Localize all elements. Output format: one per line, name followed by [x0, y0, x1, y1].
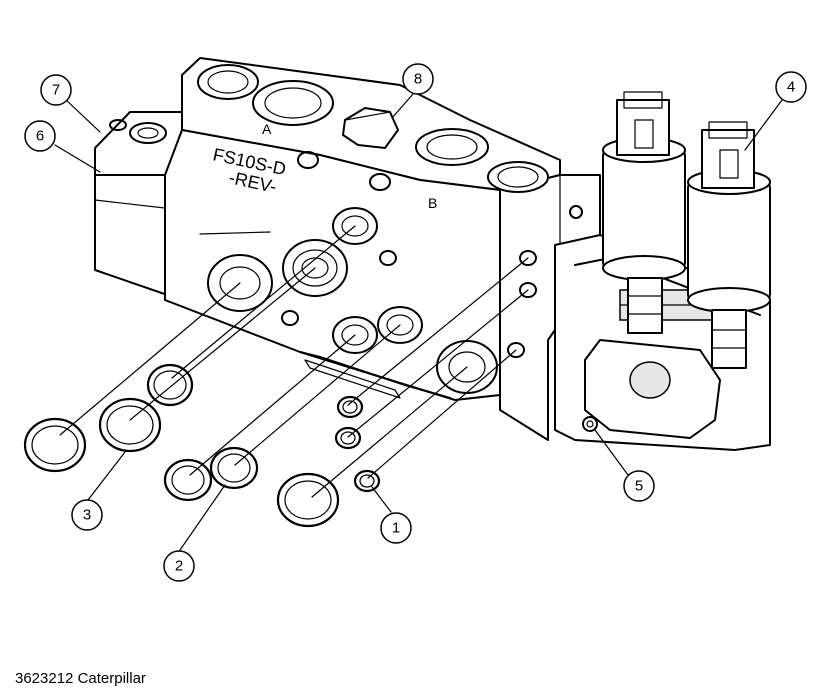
- callout-7-label: 7: [52, 82, 60, 99]
- callout-4-label: 4: [787, 79, 795, 96]
- o-ring-small-b: [334, 426, 362, 450]
- valve-body: [164, 57, 601, 441]
- callout-7: 7: [40, 74, 72, 106]
- callout-1: 1: [380, 512, 412, 544]
- callout-3-label: 3: [83, 507, 91, 524]
- explode-lines: [59, 225, 529, 498]
- callout-6-label: 6: [36, 128, 44, 145]
- o-ring-large-a: [23, 417, 87, 473]
- o-ring-medium-a: [146, 363, 194, 407]
- callout-2: 2: [163, 550, 195, 582]
- left-end-cap: [94, 111, 183, 301]
- o-ring-small-a: [336, 395, 364, 419]
- callout-2-label: 2: [175, 558, 183, 575]
- o-ring-large-b: [98, 397, 162, 453]
- callout-3: 3: [71, 499, 103, 531]
- callout-4: 4: [775, 71, 807, 103]
- callout-leaders: [54, 93, 783, 551]
- solenoid-coil-right: [687, 121, 771, 369]
- figure-caption: 3623212 Caterpillar: [15, 670, 146, 687]
- callout-8-label: 8: [414, 71, 422, 88]
- callout-1-label: 1: [392, 520, 400, 537]
- callout-8: 8: [402, 63, 434, 95]
- callout-5-label: 5: [635, 478, 643, 495]
- solenoid-coil-left: [602, 91, 686, 334]
- o-ring-large-c: [276, 472, 340, 528]
- port-a-stamp: A: [262, 121, 272, 137]
- o-rings: [23, 363, 381, 528]
- o-ring-small-c: [353, 469, 381, 493]
- callout-5: 5: [623, 470, 655, 502]
- port-b-stamp: B: [428, 195, 437, 211]
- o-ring-medium-c: [209, 446, 259, 490]
- callout-6: 6: [24, 120, 56, 152]
- o-ring-medium-b: [163, 458, 213, 502]
